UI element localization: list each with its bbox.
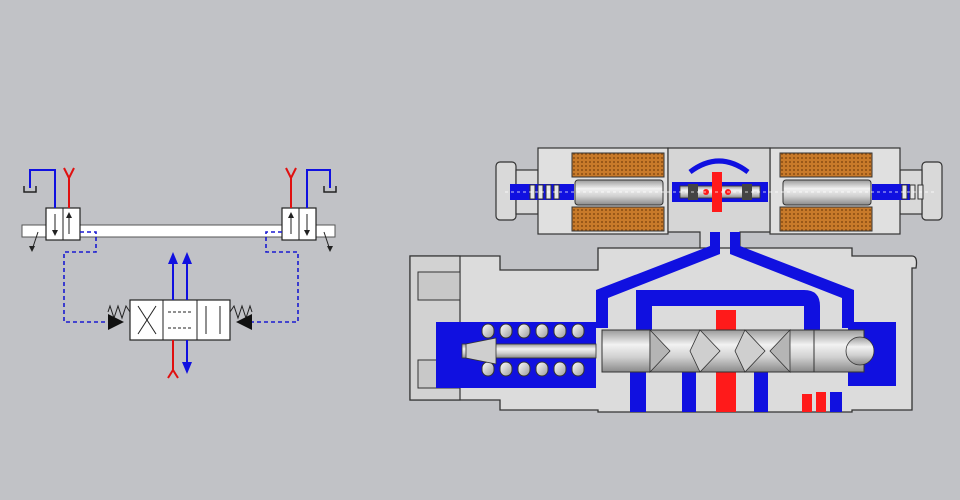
right-coil-top bbox=[779, 152, 873, 178]
left-armature bbox=[574, 179, 664, 206]
pilot-stage bbox=[495, 147, 943, 251]
right-end-cap bbox=[921, 161, 943, 221]
pilot-lines bbox=[63, 231, 299, 323]
right-coil-bottom bbox=[779, 206, 873, 232]
main-stage bbox=[409, 232, 918, 413]
valve-cutaway bbox=[409, 147, 943, 413]
port-t2-channel bbox=[754, 372, 768, 412]
left-coil-bottom bbox=[571, 206, 665, 232]
pilot-valve-body-symbol bbox=[21, 224, 336, 238]
hydraulic-symbol bbox=[21, 167, 337, 379]
left-coil-top bbox=[571, 152, 665, 178]
right-pilot-valve-symbol bbox=[281, 167, 337, 252]
left-pilot-valve-symbol bbox=[23, 167, 81, 252]
right-armature bbox=[782, 179, 872, 206]
tank-gallery bbox=[636, 290, 820, 330]
main-valve-symbol bbox=[107, 252, 253, 379]
port-a-channel bbox=[630, 372, 646, 412]
main-spool bbox=[601, 329, 875, 373]
port-t1-channel bbox=[682, 372, 696, 412]
main-spring-coils bbox=[481, 323, 585, 377]
